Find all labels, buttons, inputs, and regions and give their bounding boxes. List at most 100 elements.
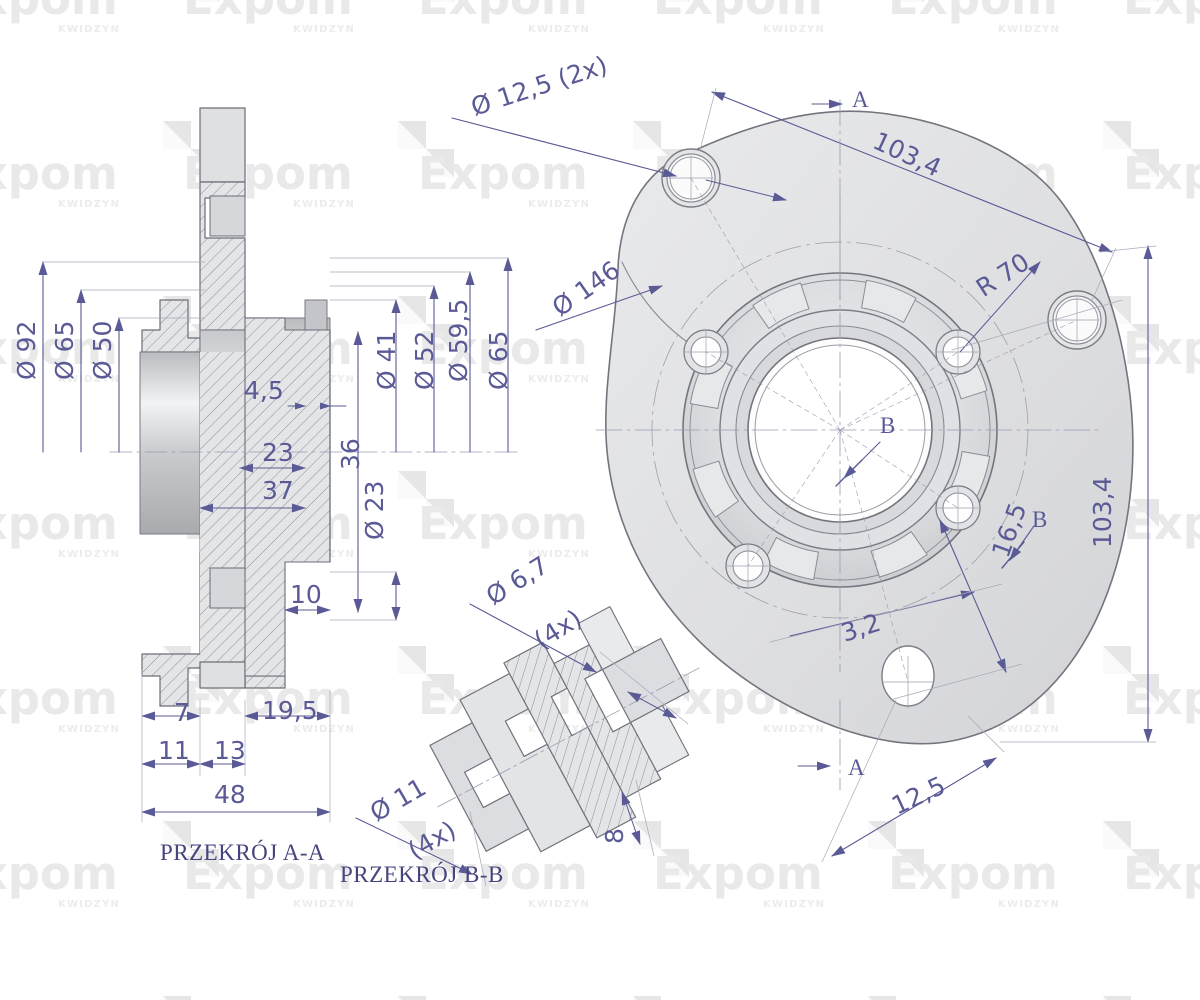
dim-dia-11-4x: Ø 11 [365, 772, 431, 828]
watermark-subtitle: KWIDZYN [763, 24, 826, 35]
watermark-word: Expom [653, 0, 823, 21]
watermark-subtitle: KWIDZYN [763, 374, 826, 385]
expom-logo-icon [633, 646, 689, 702]
watermark-subtitle: KWIDZYN [998, 24, 1061, 35]
dim-len-4-5: 4,5 [244, 376, 284, 405]
expom-logo-icon [398, 996, 454, 1000]
dim-len-10: 10 [290, 580, 322, 609]
dim-dia-65-b: Ø 65 [484, 330, 513, 390]
dim-dia-59-5: Ø 59,5 [444, 298, 473, 382]
expom-logo-icon [633, 296, 689, 352]
expom-logo-icon [163, 0, 219, 2]
dim-letter-b-right: B [1032, 507, 1048, 532]
watermark-word: Expom [888, 0, 1058, 21]
expom-logo-icon [633, 0, 689, 2]
dim-len-19-5: 19,5 [262, 696, 318, 725]
dim-len-12-5-bot: 12,5 [887, 770, 950, 821]
watermark-word: Expom [653, 147, 823, 200]
watermark-word: Expom [653, 322, 823, 375]
expom-logo-icon [633, 996, 689, 1000]
front-view-geometry [595, 110, 1134, 745]
dim-dia-23: Ø 23 [360, 480, 389, 540]
expom-logo-icon [1103, 0, 1159, 2]
watermark-subtitle: KWIDZYN [528, 24, 591, 35]
watermark-word: Expom [418, 672, 588, 725]
expom-logo-icon [868, 471, 924, 527]
expom-logo-icon [1103, 996, 1159, 1000]
watermark-word: Expom [1123, 672, 1200, 725]
dim-dia-146: Ø 146 [546, 255, 626, 323]
watermark-word: Expom [1123, 322, 1200, 375]
dim-dia-41: Ø 41 [372, 330, 401, 390]
watermark-subtitle: KWIDZYN [763, 724, 826, 735]
watermark-word: Expom [888, 847, 1058, 900]
dim-letter-a-top: A [852, 87, 869, 112]
expom-logo-icon [1103, 121, 1159, 177]
watermark-word: Expom [1123, 0, 1200, 21]
dim-dia-52: Ø 52 [410, 330, 439, 390]
caption-section-a-a: PRZEKRÓJ A-A [160, 840, 326, 865]
dim-dia-65: Ø 65 [50, 320, 79, 380]
watermark-subtitle: KWIDZYN [998, 374, 1061, 385]
watermark-word: Expom [1123, 497, 1200, 550]
dim-len-8: 8 [600, 828, 629, 844]
watermark-subtitle: KWIDZYN [58, 549, 121, 560]
expom-logo-icon [398, 646, 454, 702]
watermark-word: Expom [888, 322, 1058, 375]
watermark-word: Expom [0, 497, 118, 550]
expom-logo-icon [163, 296, 219, 352]
dim-len-23: 23 [262, 438, 294, 467]
watermark-subtitle: KWIDZYN [528, 899, 591, 910]
watermark-subtitle: KWIDZYN [58, 899, 121, 910]
dim-len-36: 36 [336, 438, 365, 470]
watermark-word: Expom [1123, 847, 1200, 900]
watermark-word: Expom [1123, 147, 1200, 200]
watermark-word: Expom [418, 497, 588, 550]
expom-logo-icon [398, 0, 454, 2]
watermark-word: Expom [888, 672, 1058, 725]
dim-dia-6-7-4x: Ø 6,7 [480, 550, 554, 611]
watermark-word: Expom [653, 847, 823, 900]
watermark-word: Expom [418, 0, 588, 21]
expom-logo-icon [868, 0, 924, 2]
dim-letter-b-mid: B [880, 413, 896, 438]
dim-dia-12-5-2x: Ø 12,5 (2x) [467, 50, 611, 122]
watermark-subtitle: KWIDZYN [58, 199, 121, 210]
expom-logo-icon [1103, 646, 1159, 702]
expom-logo-icon [633, 471, 689, 527]
watermark-word: Expom [653, 497, 823, 550]
expom-logo-icon [398, 121, 454, 177]
watermark-word: Expom [183, 147, 353, 200]
dim-rad-70: R 70 [970, 247, 1035, 303]
watermark-subtitle: KWIDZYN [58, 24, 121, 35]
watermark-subtitle: KWIDZYN [293, 374, 356, 385]
expom-logo-icon [633, 121, 689, 177]
dim-letter-a-bot: A [848, 755, 865, 780]
watermark-subtitle: KWIDZYN [763, 899, 826, 910]
watermark-subtitle: KWIDZYN [293, 899, 356, 910]
watermark-subtitle: KWIDZYN [998, 199, 1061, 210]
expom-logo-icon [163, 471, 219, 527]
dim-dia-92: Ø 92 [12, 320, 41, 380]
watermark-word: Expom [0, 847, 118, 900]
expom-logo-icon [633, 821, 689, 877]
